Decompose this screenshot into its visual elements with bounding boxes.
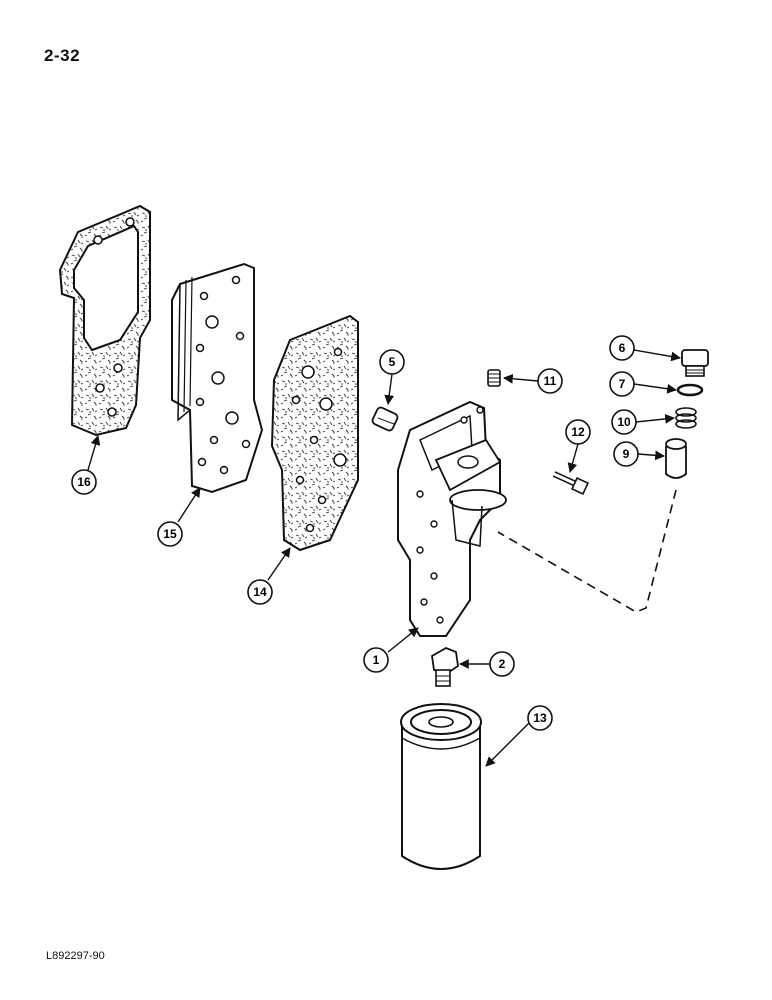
callout-label: 16 <box>77 475 91 489</box>
callout-7: 7 <box>609 371 635 397</box>
callout-label: 13 <box>533 711 547 725</box>
callout-label: 6 <box>619 341 626 355</box>
callout-label: 7 <box>619 377 626 391</box>
callout-label: 14 <box>253 585 267 599</box>
callout-1: 1 <box>363 647 389 673</box>
callout-14: 14 <box>247 579 273 605</box>
page-number: 2-32 <box>44 46 81 65</box>
callout-10: 10 <box>611 409 637 435</box>
callout-15: 15 <box>157 521 183 547</box>
leader-line-15 <box>177 487 201 523</box>
callout-11: 11 <box>537 368 563 394</box>
leader-line-1 <box>387 627 419 653</box>
plug-part <box>371 406 399 432</box>
callout-2: 2 <box>489 651 515 677</box>
leader-line-13 <box>485 721 531 767</box>
callout-13: 13 <box>527 705 553 731</box>
set-screw-part <box>487 369 501 387</box>
seal-ring-part <box>676 383 704 397</box>
callout-16: 16 <box>71 469 97 495</box>
leader-line-9 <box>637 450 665 461</box>
callout-label: 10 <box>617 415 631 429</box>
callout-label: 15 <box>163 527 177 541</box>
leader-line-16 <box>87 435 101 471</box>
callout-label: 5 <box>389 355 396 369</box>
callout-label: 11 <box>544 374 557 388</box>
leader-line-10 <box>635 414 675 424</box>
callout-label: 12 <box>571 425 585 439</box>
leader-line-14 <box>267 547 291 581</box>
fitting-part <box>431 647 459 687</box>
callout-6: 6 <box>609 335 635 361</box>
spring-part <box>675 407 697 429</box>
callout-label: 9 <box>623 447 630 461</box>
oil-cooler-housing-part <box>397 400 507 637</box>
oil-cooler-core-part <box>171 262 264 494</box>
leader-line-5 <box>384 373 395 405</box>
gasket-inner-part <box>270 314 359 552</box>
leader-line-12 <box>567 443 579 473</box>
cap-screw-part <box>552 471 590 496</box>
callout-label: 2 <box>499 657 506 671</box>
callout-label: 1 <box>373 653 380 667</box>
valve-piston-part <box>665 438 687 479</box>
callout-9: 9 <box>613 441 639 467</box>
callout-5: 5 <box>379 349 405 375</box>
gasket-outer-part <box>58 204 151 437</box>
callout-12: 12 <box>565 419 591 445</box>
leader-line-6 <box>633 349 681 362</box>
figure-code: L892297-90 <box>46 950 105 962</box>
leader-line-7 <box>633 383 677 394</box>
oil-filter-part <box>400 703 482 870</box>
assembly-dashed-line <box>497 489 677 613</box>
relief-valve-plug-part <box>681 349 709 377</box>
leader-line-11 <box>503 373 539 384</box>
